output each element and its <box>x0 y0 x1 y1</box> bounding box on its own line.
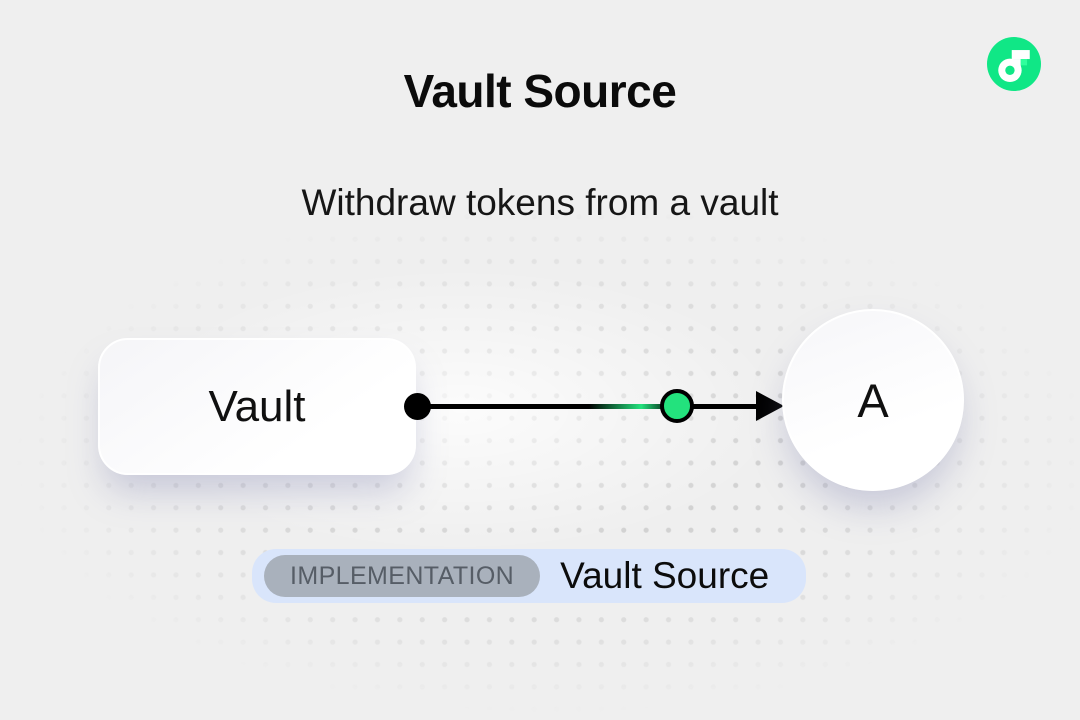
implementation-badge: IMPLEMENTATION Vault Source <box>252 549 806 603</box>
implementation-tag: IMPLEMENTATION <box>264 555 541 597</box>
connector-start-dot <box>404 393 431 420</box>
account-node: A <box>782 309 964 491</box>
connector-line <box>415 404 763 409</box>
vault-node-label: Vault <box>208 381 306 431</box>
page-subtitle: Withdraw tokens from a vault <box>301 182 779 223</box>
connector-token-dot <box>660 389 694 423</box>
page-title: Vault Source <box>403 65 677 117</box>
flow-logo-icon <box>987 37 1041 91</box>
connector-arrowhead-icon <box>756 391 784 421</box>
vault-node: Vault <box>98 338 416 475</box>
implementation-name: Vault Source <box>560 555 770 596</box>
account-node-label: A <box>857 373 889 427</box>
